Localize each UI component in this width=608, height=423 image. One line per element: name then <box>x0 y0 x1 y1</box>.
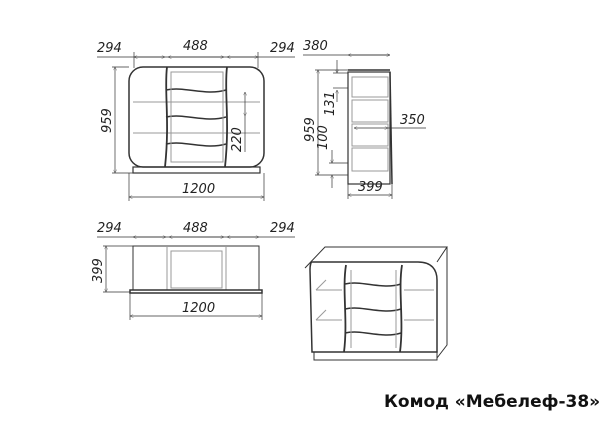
front-width-center-label: 488 <box>183 39 208 54</box>
product-title: Комод «Мебелеф-38» <box>384 392 601 412</box>
top-view <box>97 237 295 320</box>
top-total-width-label: 1200 <box>182 301 215 316</box>
front-view <box>97 52 295 201</box>
front-height-label: 959 <box>100 108 115 133</box>
side-view <box>303 55 426 199</box>
front-total-width-label: 1200 <box>182 182 215 197</box>
side-plinth-label: 100 <box>316 125 331 150</box>
isometric-view <box>304 246 448 361</box>
top-width-right-label: 294 <box>270 221 295 236</box>
top-width-left-label: 294 <box>97 221 122 236</box>
top-width-center-label: 488 <box>183 221 208 236</box>
front-width-right-label: 294 <box>270 41 295 56</box>
side-drawer-gap-label: 131 <box>323 91 338 116</box>
drawer-height-label: 220 <box>230 127 245 152</box>
side-height-label: 959 <box>303 117 318 142</box>
side-bottom-depth-label: 399 <box>358 180 383 195</box>
side-inner-depth-label: 350 <box>400 113 425 128</box>
side-top-depth-label: 380 <box>303 39 328 54</box>
front-width-left-label: 294 <box>97 41 122 56</box>
top-depth-label: 399 <box>91 258 106 283</box>
